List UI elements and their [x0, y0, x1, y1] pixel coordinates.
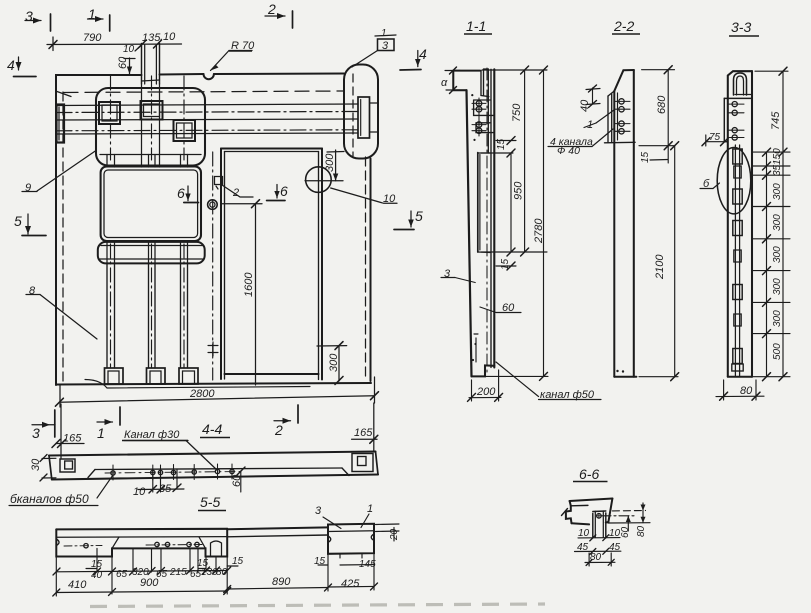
svg-text:2-2: 2-2 [613, 18, 634, 34]
svg-text:950: 950 [513, 181, 525, 200]
svg-text:2780: 2780 [533, 218, 545, 244]
svg-text:5: 5 [415, 208, 423, 224]
svg-text:канал ф50: канал ф50 [540, 389, 595, 401]
svg-text:1-1: 1-1 [466, 18, 486, 34]
svg-text:8: 8 [29, 285, 36, 297]
svg-text:3-3: 3-3 [731, 19, 751, 35]
svg-text:80: 80 [590, 552, 602, 563]
svg-text:2: 2 [267, 1, 276, 17]
svg-text:2: 2 [232, 187, 239, 199]
svg-text:60: 60 [117, 56, 129, 69]
svg-text:2: 2 [274, 422, 283, 438]
svg-text:425: 425 [341, 578, 360, 590]
svg-text:10: 10 [133, 486, 146, 498]
svg-text:3: 3 [25, 8, 33, 24]
svg-text:6: 6 [177, 185, 185, 201]
svg-text:60: 60 [231, 474, 243, 487]
svg-text:35: 35 [159, 483, 172, 495]
svg-text:15: 15 [91, 559, 103, 570]
svg-text:300: 300 [772, 278, 783, 295]
svg-text:9: 9 [25, 182, 31, 194]
svg-text:500: 500 [772, 343, 783, 360]
svg-text:2100: 2100 [654, 254, 666, 280]
svg-text:1: 1 [367, 503, 373, 515]
svg-text:300: 300 [324, 153, 336, 172]
svg-text:15: 15 [496, 138, 507, 150]
svg-text:65: 65 [156, 569, 168, 580]
svg-text:35: 35 [772, 164, 783, 176]
svg-text:40: 40 [91, 570, 103, 581]
svg-text:б: б [703, 178, 710, 190]
svg-text:1: 1 [381, 28, 387, 39]
svg-text:890: 890 [272, 576, 291, 588]
svg-text:3: 3 [382, 40, 389, 52]
svg-text:45: 45 [577, 542, 589, 553]
svg-text:4: 4 [7, 57, 15, 73]
svg-text:4 канала: 4 канала [550, 136, 593, 148]
svg-text:3: 3 [444, 268, 451, 280]
svg-text:300: 300 [328, 353, 340, 372]
svg-text:135: 135 [142, 32, 161, 44]
svg-text:10: 10 [123, 44, 135, 55]
svg-text:150: 150 [772, 148, 783, 165]
svg-text:15: 15 [232, 556, 244, 567]
svg-text:1: 1 [587, 119, 593, 131]
svg-text:10: 10 [383, 193, 396, 205]
svg-text:10: 10 [578, 528, 590, 539]
svg-text:75: 75 [709, 132, 721, 143]
svg-text:1: 1 [97, 425, 105, 441]
svg-text:80: 80 [216, 567, 228, 578]
svg-text:6: 6 [280, 183, 288, 199]
svg-text:6-6: 6-6 [579, 466, 599, 482]
svg-text:3: 3 [32, 425, 40, 441]
svg-text:790: 790 [83, 32, 102, 44]
svg-text:130: 130 [201, 567, 218, 578]
svg-text:1600: 1600 [243, 272, 255, 297]
svg-text:,10: ,10 [160, 31, 176, 43]
svg-text:20: 20 [389, 528, 400, 541]
svg-text:165: 165 [354, 427, 373, 439]
svg-text:65: 65 [116, 569, 128, 580]
svg-text:5-5: 5-5 [200, 494, 220, 510]
svg-text:145: 145 [359, 559, 376, 570]
svg-text:300: 300 [772, 246, 783, 263]
svg-text:4-4: 4-4 [202, 421, 222, 437]
svg-text:900: 900 [140, 577, 159, 589]
svg-text:745: 745 [770, 111, 782, 130]
svg-text:320: 320 [132, 567, 149, 578]
svg-text:1: 1 [88, 6, 96, 22]
svg-text:300: 300 [772, 310, 783, 327]
svg-text:30: 30 [30, 458, 42, 471]
svg-text:300: 300 [772, 214, 783, 231]
svg-text:40: 40 [579, 99, 591, 112]
svg-text:750: 750 [511, 103, 523, 122]
svg-text:4: 4 [419, 46, 427, 62]
svg-text:15: 15 [197, 558, 209, 569]
svg-text:R 70: R 70 [231, 40, 255, 52]
svg-text:α: α [441, 77, 448, 89]
svg-text:Ф 40: Ф 40 [557, 145, 580, 157]
svg-text:200: 200 [476, 386, 496, 398]
svg-text:300: 300 [772, 183, 783, 200]
svg-text:15: 15 [500, 258, 511, 270]
svg-text:215: 215 [169, 567, 187, 578]
svg-text:60: 60 [502, 302, 515, 314]
svg-text:80: 80 [636, 525, 647, 537]
svg-text:165: 165 [63, 433, 82, 445]
svg-text:Канал ф30: Канал ф30 [124, 429, 180, 441]
svg-text:80: 80 [740, 385, 753, 397]
svg-text:5: 5 [14, 213, 22, 229]
svg-text:2800: 2800 [189, 388, 215, 400]
svg-text:15: 15 [640, 151, 651, 163]
svg-text:680: 680 [656, 95, 668, 114]
svg-text:10: 10 [609, 528, 621, 539]
svg-text:65: 65 [190, 569, 202, 580]
svg-text:410: 410 [68, 579, 87, 591]
svg-text:45: 45 [609, 542, 621, 553]
svg-text:3: 3 [315, 505, 322, 517]
svg-text:бканалов ф50: бканалов ф50 [10, 492, 89, 506]
svg-text:15: 15 [314, 556, 326, 567]
svg-text:60: 60 [620, 526, 631, 538]
